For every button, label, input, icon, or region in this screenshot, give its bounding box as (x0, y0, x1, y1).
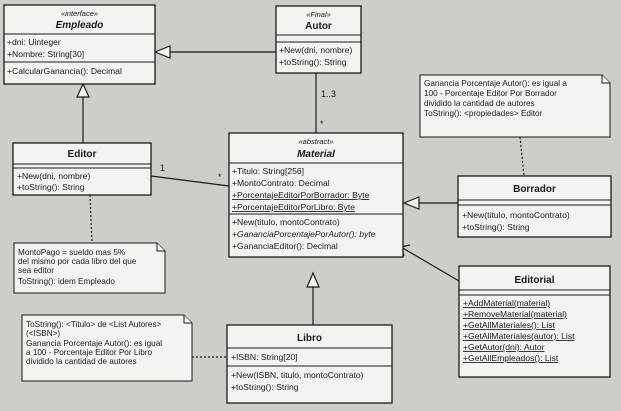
note-line: Ganancia Porcentaje Autor(): es igual a (424, 79, 567, 88)
class-borrador[interactable]: Borrador +New(titulo, montoContrato) +to… (457, 175, 612, 238)
attribute: +PorcentajeEditorPorLibro: Byte (232, 202, 355, 212)
generalization-arrowhead (402, 196, 420, 210)
operation: +GetAllMateriales(autor): List (463, 331, 575, 341)
attribute: +Nombre: String[30] (7, 49, 84, 59)
class-editorial[interactable]: Editorial +AddMaterial(material) +Remove… (458, 265, 611, 378)
class-empleado[interactable]: «interface» Empleado +dni: Uinteger +Nom… (3, 4, 156, 85)
class-name: Libro (297, 333, 322, 344)
class-name: Empleado (56, 20, 104, 31)
operation: +GananciaPorcentajePorAutor(): byte (232, 229, 376, 239)
note-line: 100 - Porcentaje Editor Por Borrador (424, 89, 557, 98)
note-editor: MontoPago = sueldo mas 5% del mismo por … (13, 242, 166, 294)
note-line: MontoPago = sueldo mas 5% (18, 248, 125, 257)
note-line: sea editor (18, 266, 54, 275)
stereotype-label: «interface» (61, 9, 98, 18)
operation: +toString(): String (17, 182, 85, 192)
operation: +GetAutor(dni): Autor (463, 342, 545, 352)
note-line: ToString(): <Titulo> de <List Autores> (26, 320, 162, 329)
editorial-material-association (400, 246, 460, 282)
class-name: Autor (305, 21, 332, 32)
note-libro: ToString(): <Titulo> de <List Autores> (… (21, 314, 193, 382)
operation: +CalcularGanancia(): Decimal (7, 66, 122, 76)
operation: +New(ISBN, titulo, montoContrato) (231, 370, 364, 380)
operation: +GananciaEditor(): Decimal (232, 241, 338, 251)
stereotype-label: «Final» (306, 10, 331, 19)
generalization-arrowhead (76, 82, 90, 98)
class-material[interactable]: «abstract» Material +Titulo: String[256]… (228, 132, 404, 258)
class-name: Material (297, 149, 335, 160)
class-editor[interactable]: Editor +New(dni, nombre) +toString(): St… (12, 142, 152, 196)
generalization-arrowhead (306, 271, 320, 288)
note-line: Ganancia Porcentaje Autor(): es igual (26, 339, 162, 348)
operation: +GetAllMateriales(): List (463, 320, 556, 330)
operation: +New(titulo, montoContrato) (462, 210, 570, 220)
editor-material-association (150, 175, 230, 187)
operation: +RemoveMaterial(material) (463, 309, 567, 319)
note-borrador: Ganancia Porcentaje Autor(): es igual a … (419, 74, 611, 138)
attribute: +ISBN: String[20] (231, 352, 298, 362)
note-line: (<ISBN>) (26, 329, 60, 338)
editor-note-anchor (89, 194, 93, 244)
note-line: ToString(): idem Empleado (18, 277, 115, 286)
note-line: dividido la cantidad de autores (424, 99, 535, 108)
multiplicity-autor: 1..3 (321, 89, 336, 99)
borrador-note-anchor (519, 136, 525, 177)
operation: +toString(): String (279, 57, 347, 67)
operation: +toString(): String (462, 222, 530, 232)
note-line: dividido la cantidad de autores (26, 357, 137, 366)
class-name: Editorial (514, 275, 554, 286)
generalization-arrowhead (153, 45, 171, 59)
attribute: +Titulo: String[256] (232, 166, 304, 176)
operation: +New(dni, nombre) (279, 45, 352, 55)
class-libro[interactable]: Libro +ISBN: String[20] +New(ISBN, titul… (226, 324, 393, 404)
operation: +GetAllEmpleados(): List (463, 353, 559, 363)
attribute: +dni: Uinteger (7, 37, 61, 47)
operation: +New(titulo, montoContrato) (232, 217, 340, 227)
attribute: +MontoContrato: Decimal (232, 178, 330, 188)
stereotype-label: «abstract» (298, 137, 333, 146)
attribute: +PorcentajeEditorPorBorrador: Byte (232, 190, 370, 200)
class-name: Borrador (513, 184, 556, 195)
note-line: ToString(): <propiedades> Editor (424, 109, 543, 118)
operation: +AddMaterial(material) (463, 298, 550, 308)
class-autor[interactable]: «Final» Autor +New(dni, nombre) +toStrin… (275, 5, 362, 74)
class-name: Editor (68, 149, 97, 160)
operation: +New(dni, nombre) (17, 171, 90, 181)
multiplicity-editor-end: * (218, 172, 222, 182)
note-line: a 100 - Porcentaje Editor Por Libro (26, 348, 153, 357)
multiplicity-autor-end: * (320, 119, 324, 129)
note-line: del mismo por cada libro del que (18, 257, 137, 266)
operation: +toString(): String (231, 382, 299, 392)
multiplicity-editor: 1 (160, 163, 165, 173)
